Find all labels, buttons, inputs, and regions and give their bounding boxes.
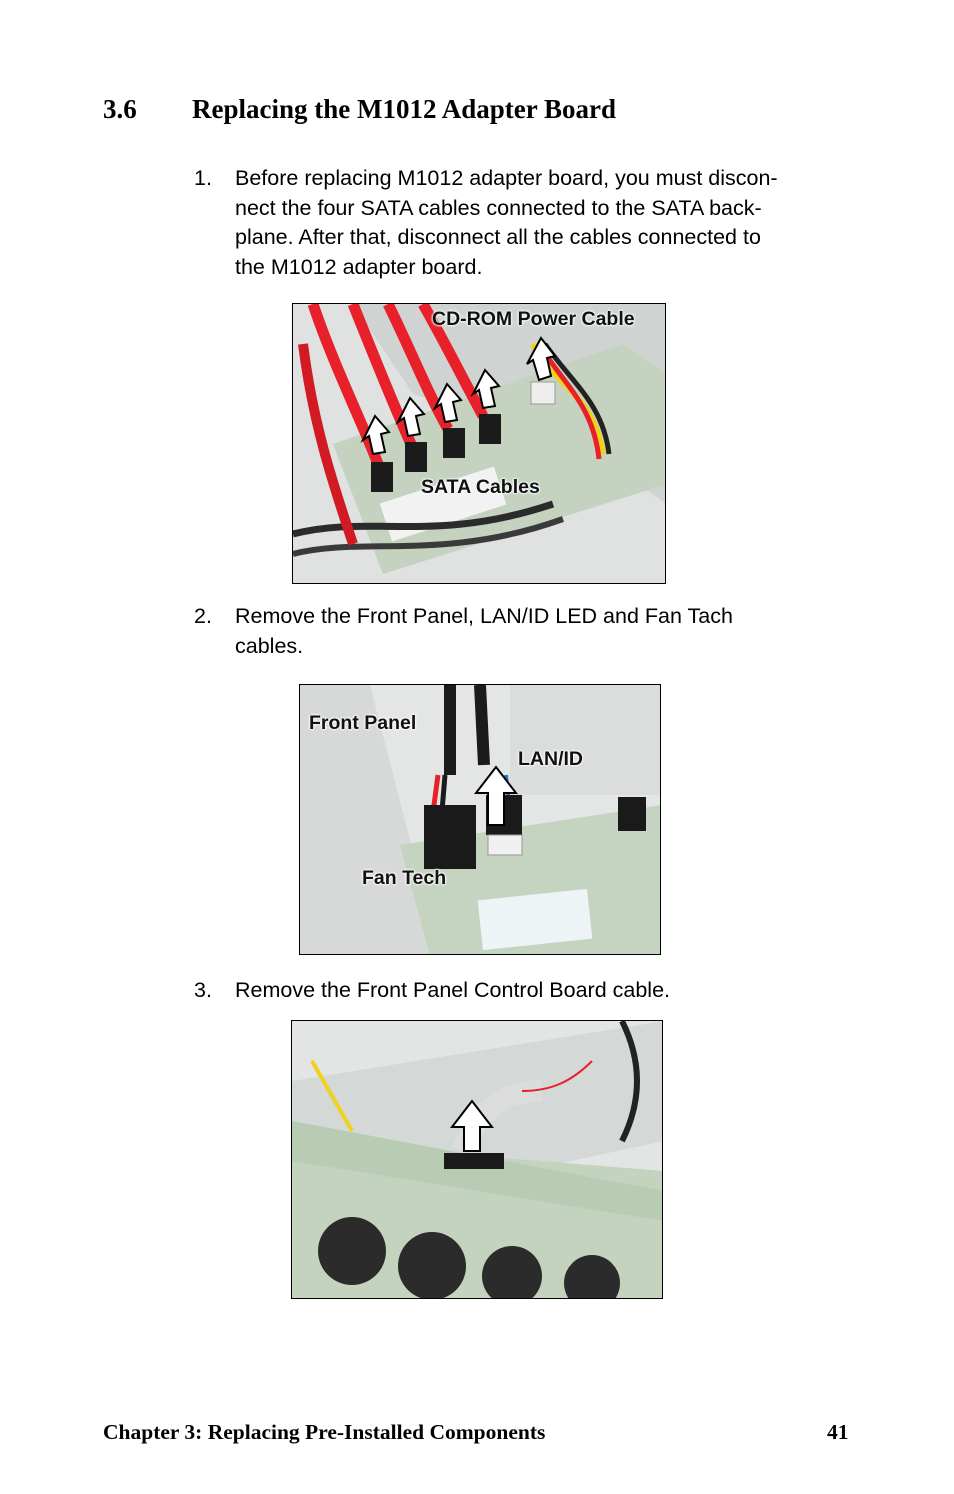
step-1: 1. Before replacing M1012 adapter board,… xyxy=(194,164,864,282)
section-title: Replacing the M1012 Adapter Board xyxy=(192,94,616,124)
step-line: the M1012 adapter board. xyxy=(235,254,483,279)
figure-front-panel-cables: Front Panel LAN/ID Fan Tech xyxy=(299,684,661,955)
step-line: Before replacing M1012 adapter board, yo… xyxy=(235,166,778,190)
figure-control-board-cable xyxy=(291,1020,663,1299)
lan-id-label: LAN/ID xyxy=(518,748,583,770)
step-number: 3. xyxy=(194,978,212,1002)
page-number: 41 xyxy=(827,1420,849,1444)
step-number: 1. xyxy=(194,166,212,190)
figure-sata-cables: CD-ROM Power Cable SATA Cables xyxy=(292,303,666,584)
step-2: 2. Remove the Front Panel, LAN/ID LED an… xyxy=(194,602,864,661)
control-board-photo-illustration xyxy=(292,1021,662,1298)
front-panel-label: Front Panel xyxy=(309,712,417,734)
step-3: 3. Remove the Front Panel Control Board … xyxy=(194,976,864,1006)
step-line: nect the four SATA cables connected to t… xyxy=(235,195,762,220)
fan-tech-label: Fan Tech xyxy=(362,867,447,889)
step-line: plane. After that, disconnect all the ca… xyxy=(235,225,761,249)
section-heading: 3.6 Replacing the M1012 Adapter Board xyxy=(103,94,616,125)
step-line: Remove the Front Panel Control Board cab… xyxy=(235,978,671,1002)
section-number: 3.6 xyxy=(103,94,137,124)
front-panel-photo-illustration xyxy=(300,685,660,954)
step-number: 2. xyxy=(194,604,212,628)
sata-photo-illustration xyxy=(293,304,665,583)
step-line: cables. xyxy=(235,633,304,658)
footer-chapter: Chapter 3: Replacing Pre-Installed Compo… xyxy=(103,1420,546,1444)
cd-rom-power-cable-label: CD-ROM Power Cable xyxy=(432,308,635,330)
step-line: Remove the Front Panel, LAN/ID LED and F… xyxy=(235,604,733,628)
sata-cables-label: SATA Cables xyxy=(421,476,540,498)
